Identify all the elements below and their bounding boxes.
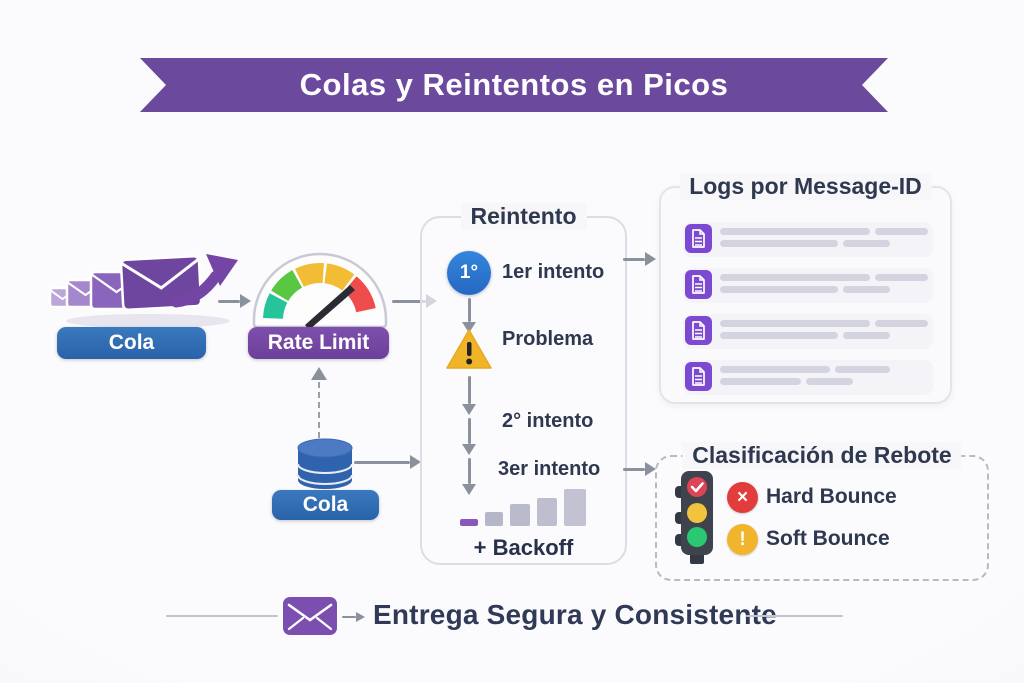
log-rows [683, 222, 933, 395]
problem-label: Problema [502, 328, 594, 350]
rate-limit-gauge-icon [252, 252, 388, 328]
log-line-segment [806, 378, 853, 385]
warning-triangle-icon [446, 329, 492, 369]
rate-limit-text: Rate Limit [267, 331, 370, 354]
backoff-bar [537, 498, 557, 526]
retry-panel-title: Reintento [460, 203, 587, 230]
backoff-label: + Backoff [473, 535, 574, 560]
first-attempt-badge-text: 1° [459, 262, 479, 283]
log-line-segment [720, 366, 830, 373]
queue-label-text: Cola [108, 331, 155, 354]
backoff-bar [460, 519, 478, 526]
banner-ribbon: Colas y Reintentos en Picos [140, 58, 888, 112]
hard-bounce-label: Hard Bounce [766, 485, 897, 508]
log-line-segment [843, 286, 890, 293]
traffic-light-icon [675, 471, 713, 564]
database-icon [297, 438, 353, 489]
db-queue-label-text: Cola [302, 493, 349, 516]
log-line-segment [720, 274, 870, 281]
log-row [683, 268, 933, 303]
bounce-panel-title: Clasificación de Rebote [682, 442, 962, 469]
log-row-lines [720, 320, 928, 344]
log-line-segment [875, 228, 928, 235]
footer-tagline: Entrega Segura y Consistente [373, 599, 777, 630]
rate-limit-button: Rate Limit [248, 327, 389, 359]
log-line-segment [720, 240, 838, 247]
retry-panel: Reintento 1° 1er intento Problema 2° int… [420, 203, 627, 565]
log-row-lines [720, 228, 928, 252]
log-row [683, 222, 933, 257]
footer-left-divider [166, 615, 278, 617]
backoff-bar [564, 489, 586, 526]
page-title: Colas y Reintentos en Picos [299, 67, 729, 102]
log-line-segment [875, 274, 928, 281]
logs-panel-title: Logs por Message-ID [679, 173, 932, 200]
hard-bounce-icon: × [727, 482, 758, 513]
soft-bounce-icon: ! [727, 524, 758, 555]
bounce-panel: Clasificación de Rebote × Hard Bounce ! … [655, 442, 989, 581]
log-line-segment [720, 228, 870, 235]
db-queue-label-button: Cola [272, 490, 379, 520]
log-row [683, 360, 933, 395]
third-attempt-label: 3er intento [498, 458, 601, 480]
footer-right-divider [746, 615, 843, 617]
log-line-segment [843, 240, 890, 247]
soft-bounce-glyph: ! [739, 528, 746, 550]
document-icon [685, 362, 712, 391]
log-line-segment [720, 332, 838, 339]
hard-bounce-glyph: × [736, 486, 749, 508]
footer-envelope-icon [283, 597, 337, 635]
first-attempt-label: 1er intento [502, 261, 605, 283]
first-attempt-badge: 1° [447, 251, 491, 295]
log-line-segment [720, 286, 838, 293]
envelope-stack-icon [48, 254, 238, 328]
second-attempt-label: 2° intento [502, 410, 594, 432]
log-row-lines [720, 366, 890, 390]
document-icon [685, 316, 712, 345]
log-row-lines [720, 274, 928, 298]
log-line-segment [720, 378, 801, 385]
log-line-segment [835, 366, 890, 373]
backoff-bar [510, 504, 530, 526]
soft-bounce-label: Soft Bounce [766, 527, 890, 550]
queue-label-button: Cola [57, 327, 206, 359]
backoff-bar [485, 512, 503, 526]
log-row [683, 314, 933, 349]
logs-panel: Logs por Message-ID [659, 173, 952, 404]
document-icon [685, 224, 712, 253]
log-line-segment [875, 320, 928, 327]
backoff-bar-chart [460, 486, 586, 526]
log-line-segment [843, 332, 890, 339]
document-icon [685, 270, 712, 299]
log-line-segment [720, 320, 870, 327]
